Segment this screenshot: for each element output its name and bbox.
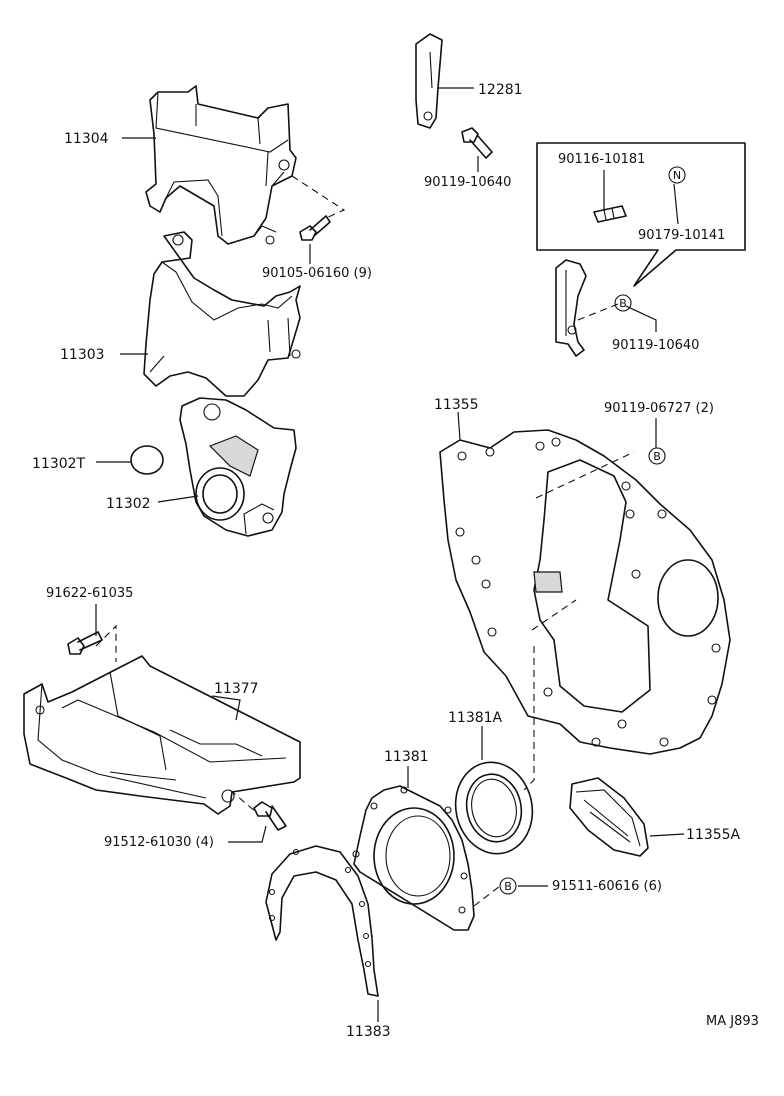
label-11303: 11303: [60, 347, 105, 363]
svg-text:B: B: [653, 450, 661, 463]
bolt-91622-61035[interactable]: [67, 631, 103, 655]
label-90105-06160: 90105-06160 (9): [262, 266, 372, 281]
stud-90116-10181[interactable]: [593, 205, 627, 223]
marker-B-end-plate: B: [648, 447, 666, 465]
label-91512-61030: 91512-61030 (4): [104, 835, 214, 850]
bolt-90105-06160[interactable]: [299, 215, 331, 241]
marker-N: N: [668, 166, 686, 184]
label-11304: 11304: [64, 131, 109, 147]
label-11381A: 11381A: [448, 710, 503, 726]
label-11355: 11355: [434, 397, 479, 413]
marker-B-retainer: B: [499, 877, 517, 895]
label-90119-10640-upper: 90119-10640: [424, 175, 511, 190]
bolt-90119-10640-upper[interactable]: [461, 127, 493, 159]
part-11304-upper-timing-cover[interactable]: [145, 85, 297, 245]
bolt-91512-61030[interactable]: [253, 801, 287, 831]
end-plate-bolt-holes: [455, 437, 721, 747]
label-90116-10181: 90116-10181: [558, 152, 645, 167]
label-11381: 11381: [384, 749, 429, 765]
diagram-code: MA J893: [706, 1014, 759, 1029]
label-11377: 11377: [214, 681, 259, 697]
part-11383-gasket[interactable]: [265, 845, 379, 997]
part-11381A-oil-seal[interactable]: [447, 755, 540, 861]
part-11355-end-plate[interactable]: [439, 429, 731, 755]
assembly-lines: [95, 175, 635, 907]
svg-text:B: B: [619, 297, 627, 310]
label-91511-60616: 91511-60616 (6): [552, 879, 662, 894]
part-11381-seal-retainer[interactable]: [352, 785, 475, 931]
label-11383: 11383: [346, 1024, 391, 1040]
label-90119-06727: 90119-06727 (2): [604, 401, 714, 416]
part-labels: 11304 90105-06160 (9) 11303 11302T 11302…: [32, 82, 759, 1040]
part-11303-lower-timing-cover[interactable]: [143, 231, 301, 397]
part-11377-stiffener[interactable]: [23, 655, 301, 815]
leader-lines: [95, 87, 685, 1022]
label-12281: 12281: [478, 82, 523, 98]
label-11302T: 11302T: [32, 456, 86, 472]
label-90119-10640-lower: 90119-10640: [612, 338, 699, 353]
label-90179-10141: 90179-10141: [638, 228, 725, 243]
label-11355A: 11355A: [686, 827, 741, 843]
part-11355A-cover[interactable]: [569, 777, 649, 857]
svg-text:N: N: [673, 169, 681, 182]
part-11302T-plug[interactable]: [130, 445, 164, 475]
label-11302: 11302: [106, 496, 151, 512]
part-11302-timing-case[interactable]: [179, 397, 297, 537]
bracket-small[interactable]: [555, 259, 587, 357]
label-91622-61035: 91622-61035: [46, 586, 133, 601]
part-12281-bracket[interactable]: [415, 33, 443, 129]
svg-text:B: B: [504, 880, 512, 893]
marker-B-bracket: B: [614, 294, 632, 312]
inset-detail-box: [536, 142, 746, 287]
